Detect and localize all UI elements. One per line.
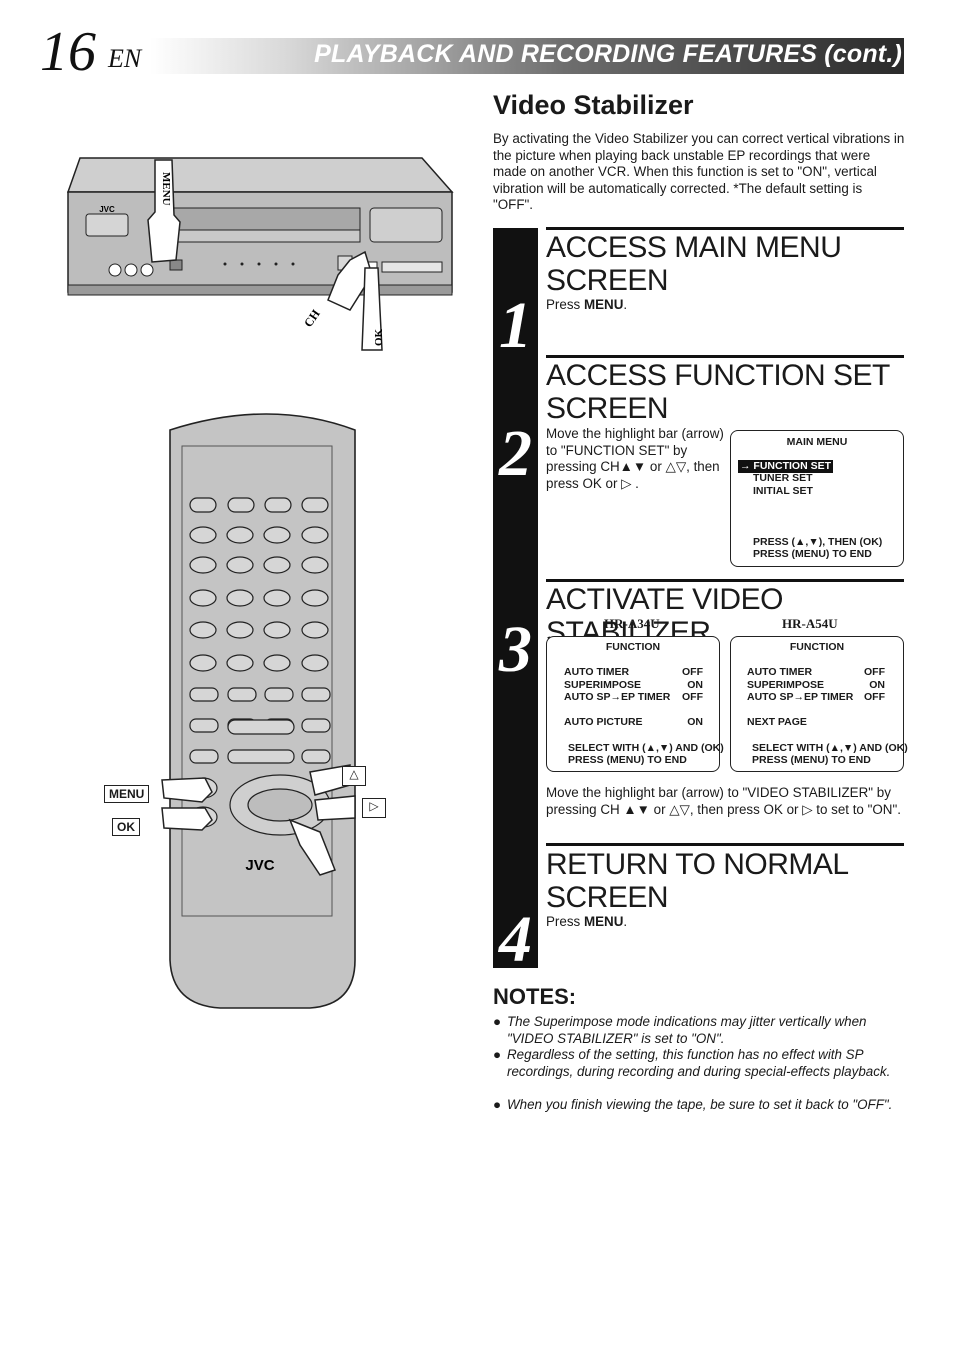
function-screen-title: FUNCTION: [605, 641, 661, 653]
fs2-footer-2: PRESS (MENU) TO END: [752, 754, 871, 766]
page-title: PLAYBACK AND RECORDING FEATURES (cont.): [314, 40, 902, 68]
function-screen-a34u: FUNCTION AUTO TIMER OFF SUPERIMPOSE ON A…: [546, 636, 724, 772]
vcr-ch-label: CH: [301, 306, 323, 329]
step-3-number: 3: [499, 613, 532, 686]
remote-illustration: JVC: [161, 413, 356, 1009]
step-3-text: Move the highlight bar (arrow) to "VIDEO…: [546, 785, 901, 817]
fs2-label-auto-timer: AUTO TIMER: [747, 666, 813, 678]
step-4-number: 4: [499, 903, 532, 976]
model-label-a34u: HR-A34U: [604, 616, 660, 631]
note-item: ●When you finish viewing the tape, be su…: [493, 1097, 893, 1112]
page-number: 16: [40, 21, 96, 83]
fs2-label-video-stabilizer: → VIDEO STABILIZER: [733, 704, 844, 716]
fs1-footer-2: PRESS (MENU) TO END: [568, 754, 687, 766]
step-2-text: Move the highlight bar (arrow) to "FUNCT…: [546, 426, 724, 491]
step-1-heading: ACCESS MAIN MENU SCREEN: [546, 231, 842, 297]
notes-title: NOTES:: [493, 984, 577, 1009]
main-menu-item-tuner-set: TUNER SET: [753, 472, 813, 484]
step-4-heading: RETURN TO NORMAL SCREEN: [546, 848, 848, 914]
fs2-value-auto-timer: OFF: [864, 666, 885, 678]
fs2-value-video-stabilizer: ON: [869, 704, 885, 716]
up-arrow-icon: △: [342, 766, 366, 786]
fs1-label-auto-sp-ep: AUTO SP→EP TIMER: [564, 691, 671, 703]
step-1-number: 1: [499, 289, 532, 362]
fs1-value-auto-picture: ON: [687, 716, 703, 728]
fs1-footer-1: SELECT WITH (▲,▼) AND (OK): [568, 742, 724, 754]
step-1-rule: [546, 227, 904, 230]
fs2-value-auto-sp-ep: OFF: [864, 691, 885, 703]
step-4-text: Press MENU.: [546, 914, 628, 929]
section-intro: By activating the Video Stabilizer you c…: [493, 131, 905, 213]
page-language: EN: [108, 44, 142, 73]
step-1-text: Press MENU.: [546, 297, 628, 312]
main-menu-screen: MAIN MENU → FUNCTION SET TUNER SET INITI…: [730, 430, 904, 567]
step-2-number: 2: [499, 417, 532, 490]
vcr-brand: JVC: [99, 205, 115, 214]
fs1-label-superimpose: SUPERIMPOSE: [564, 679, 642, 691]
main-menu-footer-2: PRESS (MENU) TO END: [753, 548, 872, 560]
header-bar: [150, 38, 904, 74]
model-label-a54u: HR-A54U: [782, 616, 838, 631]
main-menu-item-function-set: → FUNCTION SET: [738, 460, 833, 473]
vcr-menu-label: MENU: [160, 172, 172, 206]
main-menu-footer-1: PRESS (▲,▼), THEN (OK): [753, 536, 883, 548]
fs1-label-auto-timer: AUTO TIMER: [564, 666, 630, 678]
vcr-ok-label: OK: [373, 328, 385, 346]
main-menu-title: MAIN MENU: [786, 436, 848, 448]
step-number-bar: [493, 228, 538, 968]
function-screen-a54u: FUNCTION AUTO TIMER OFF SUPERIMPOSE ON A…: [730, 636, 908, 772]
note-item: ●Regardless of the setting, this functio…: [493, 1047, 891, 1079]
remote-brand: JVC: [245, 857, 274, 874]
fs1-value-video-stabilizer: ON: [687, 704, 703, 716]
step-3-rule: [546, 579, 904, 582]
menu-callout: MENU: [104, 785, 150, 803]
fs1-label-video-stabilizer: → VIDEO STABILIZER: [549, 704, 660, 716]
fs1-value-auto-timer: OFF: [682, 666, 703, 678]
fs1-value-auto-sp-ep: OFF: [682, 691, 703, 703]
note-item: ●The Superimpose mode indications may ji…: [493, 1014, 867, 1046]
fs1-value-superimpose: ON: [687, 679, 703, 691]
fs2-label-auto-sp-ep: AUTO SP→EP TIMER: [747, 691, 854, 703]
ok-callout: OK: [112, 818, 140, 836]
section-title: Video Stabilizer: [493, 90, 694, 120]
step-4-rule: [546, 843, 904, 846]
function-screen-title: FUNCTION: [789, 641, 845, 653]
fs2-label-next-page: NEXT PAGE: [747, 716, 807, 728]
fs2-value-superimpose: ON: [869, 679, 885, 691]
right-arrow-icon: ▷: [362, 798, 386, 818]
main-menu-item-initial-set: INITIAL SET: [753, 485, 813, 497]
vcr-illustration: JVC MENU CH OK: [66, 157, 454, 351]
fs2-footer-1: SELECT WITH (▲,▼) AND (OK): [752, 742, 908, 754]
step-2-heading: ACCESS FUNCTION SET SCREEN: [546, 359, 890, 425]
fs1-label-auto-picture: AUTO PICTURE: [564, 716, 643, 728]
fs2-label-superimpose: SUPERIMPOSE: [747, 679, 825, 691]
step-2-rule: [546, 355, 904, 358]
